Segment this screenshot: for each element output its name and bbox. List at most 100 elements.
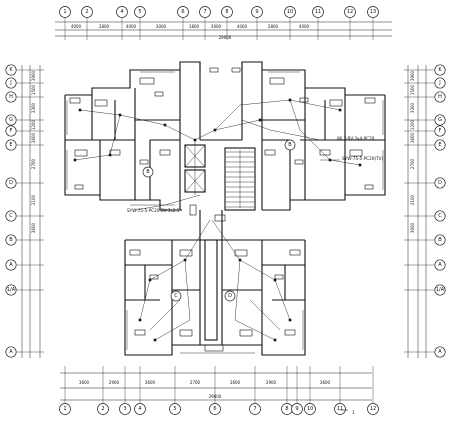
svg-text:5: 5 bbox=[138, 9, 141, 15]
right-axis-bubble: C bbox=[434, 210, 446, 222]
right-dimension-label: 1500 bbox=[410, 84, 415, 95]
top-axis-bubble: 11 bbox=[312, 6, 324, 18]
left-axis-bubble: G bbox=[5, 114, 17, 126]
svg-text:D: D bbox=[438, 180, 442, 186]
svg-text:6: 6 bbox=[213, 406, 216, 412]
svg-text:6: 6 bbox=[181, 9, 184, 15]
bottom-dimension-label: 3600 bbox=[145, 380, 156, 385]
svg-text:1: 1 bbox=[63, 406, 66, 412]
svg-text:E: E bbox=[438, 142, 441, 148]
fixture-block bbox=[294, 159, 304, 165]
svg-text:F: F bbox=[439, 128, 442, 134]
upper-wing-walls bbox=[64, 61, 386, 211]
left-axis-bubble: J bbox=[5, 77, 17, 89]
unit-mark-3: C bbox=[170, 290, 182, 302]
svg-text:10: 10 bbox=[287, 9, 293, 15]
svg-text:K: K bbox=[9, 67, 13, 73]
svg-text:9: 9 bbox=[295, 406, 298, 412]
bottom-axis-bubble: 1 bbox=[59, 403, 71, 415]
fixture-block bbox=[364, 184, 374, 190]
unit-mark-2: B bbox=[284, 139, 296, 151]
top-axis-bubble: 4 bbox=[116, 6, 128, 18]
left-axis-bubble: F bbox=[5, 125, 17, 137]
fixture-block bbox=[69, 97, 81, 104]
svg-text:C: C bbox=[438, 213, 442, 219]
fixture-block bbox=[319, 149, 331, 156]
fixture-block bbox=[94, 99, 108, 107]
fixture-block bbox=[289, 249, 301, 256]
cable-note-2: SYW-75-5-PC20(TV) bbox=[342, 156, 384, 161]
svg-text:12: 12 bbox=[347, 9, 353, 15]
left-axis-bubble: E bbox=[5, 139, 17, 151]
svg-text:11: 11 bbox=[337, 406, 343, 412]
top-dimension-label: 4000 bbox=[237, 24, 248, 29]
svg-text:D: D bbox=[228, 293, 232, 299]
fixture-block bbox=[109, 149, 121, 156]
svg-text:H: H bbox=[438, 94, 442, 100]
unit-mark-1: B bbox=[142, 166, 154, 178]
top-axis-bubble: 10 bbox=[284, 6, 296, 18]
bottom-dimension-label: 3600 bbox=[320, 380, 331, 385]
cable-note-3: SYW-75-5-PC20 BV-3x2.5 bbox=[127, 208, 180, 213]
right-dimension-label: 2100 bbox=[410, 194, 415, 205]
right-dimension-label: 3300 bbox=[410, 102, 415, 113]
svg-text:G: G bbox=[9, 117, 13, 123]
left-dimension-label: 3600 bbox=[31, 132, 36, 143]
top-dimension-label: 3000 bbox=[211, 24, 222, 29]
svg-text:B: B bbox=[438, 237, 442, 243]
fixture-block bbox=[264, 149, 276, 156]
fixture-block bbox=[74, 149, 88, 157]
fixture-block bbox=[269, 77, 285, 85]
top-dimension-label: 1800 bbox=[189, 24, 200, 29]
top-axis-bubble: 12 bbox=[344, 6, 356, 18]
top-axis-bubble: 6 bbox=[177, 6, 189, 18]
left-dimension-label: 1200 bbox=[31, 119, 36, 130]
right-dimension-label: 3900 bbox=[410, 70, 415, 81]
left-dimension-label: 3900 bbox=[31, 70, 36, 81]
top-axis-bubble: 1 bbox=[59, 6, 71, 18]
right-axis-bubble: A bbox=[434, 346, 446, 358]
right-axis-bubble: A bbox=[434, 259, 446, 271]
left-axis-bubble: A bbox=[5, 346, 17, 358]
fixture-block bbox=[364, 97, 376, 104]
bottom-axis-bubble: 8 bbox=[281, 403, 293, 415]
svg-text:G: G bbox=[438, 117, 442, 123]
lower-wing-walls bbox=[124, 210, 306, 356]
left-dimension-label: 2100 bbox=[31, 194, 36, 205]
bottom-dimension-label: 2700 bbox=[190, 380, 201, 385]
fixture-block bbox=[209, 67, 219, 73]
bottom-axis-bubble: 5 bbox=[169, 403, 181, 415]
fixture-block bbox=[214, 214, 226, 222]
fixture-block bbox=[129, 249, 141, 256]
fixture-block bbox=[239, 329, 253, 337]
svg-text:E: E bbox=[9, 142, 12, 148]
svg-text:1/A: 1/A bbox=[436, 287, 445, 293]
svg-text:B: B bbox=[146, 169, 150, 175]
svg-text:A: A bbox=[9, 349, 13, 355]
svg-text:F: F bbox=[10, 128, 13, 134]
svg-text:7: 7 bbox=[203, 9, 206, 15]
svg-text:13: 13 bbox=[370, 9, 376, 15]
svg-text:8: 8 bbox=[225, 9, 228, 15]
fixture-block bbox=[159, 149, 171, 156]
bottom-total-dimension: 29000 bbox=[209, 394, 222, 399]
left-dimension-label: 2700 bbox=[31, 158, 36, 169]
svg-text:12: 12 bbox=[370, 406, 376, 412]
fixture-block bbox=[134, 329, 146, 336]
top-total-dimension: 29000 bbox=[219, 35, 232, 40]
svg-text:11: 11 bbox=[315, 9, 321, 15]
left-axis-bubble: C bbox=[5, 210, 17, 222]
right-axis-bubble: B bbox=[434, 234, 446, 246]
bottom-axis-bubble: 11 bbox=[334, 403, 346, 415]
fixture-block bbox=[139, 159, 149, 165]
right-axis-bubble: J bbox=[434, 77, 446, 89]
svg-text:8: 8 bbox=[285, 406, 288, 412]
right-dimension-label: 3600 bbox=[410, 132, 415, 143]
svg-text:D: D bbox=[9, 180, 13, 186]
svg-text:9: 9 bbox=[255, 9, 258, 15]
svg-text:1: 1 bbox=[63, 9, 66, 15]
